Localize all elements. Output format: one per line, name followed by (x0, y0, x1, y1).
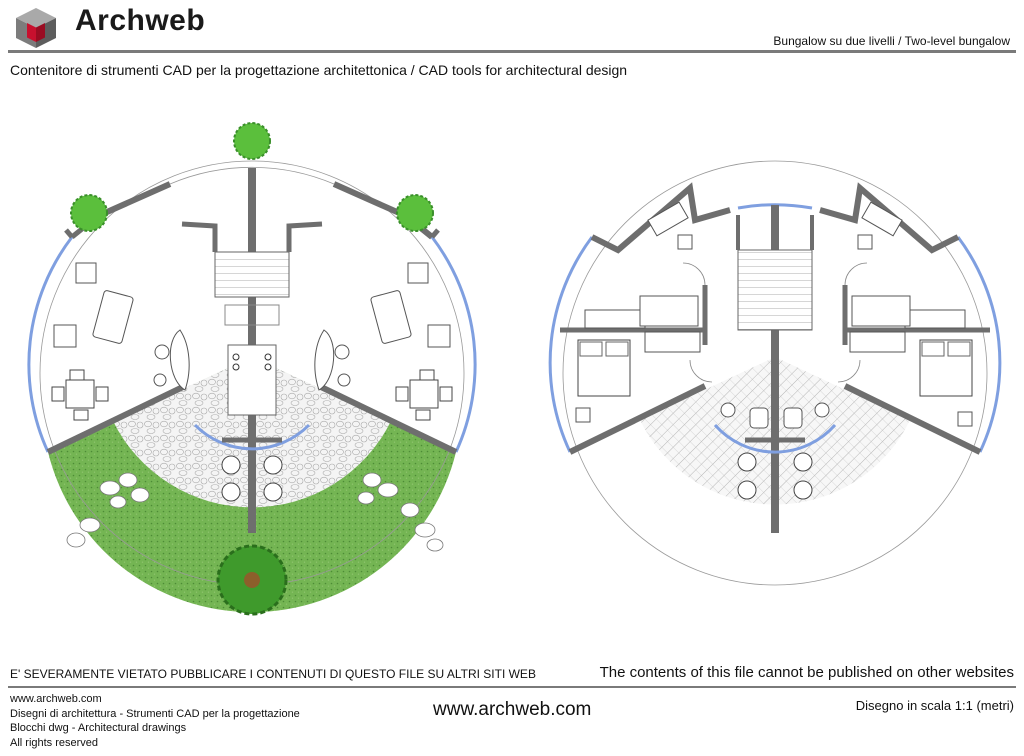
footer-line: All rights reserved (10, 736, 99, 749)
tree-icon (70, 122, 434, 616)
footer-url-link[interactable]: www.archweb.com (433, 699, 592, 720)
footer-site-link[interactable]: www.archweb.com (10, 693, 102, 705)
ground-floor-plan (27, 122, 477, 616)
drawing-scale: Disegno in scala 1:1 (metri) (855, 698, 1014, 713)
footer-divider (8, 686, 1016, 688)
copyright-warning-italian: E' SEVERAMENTE VIETATO PUBBLICARE I CONT… (10, 667, 536, 681)
footer-line: Blocchi dwg - Architectural drawings (10, 722, 187, 734)
copyright-warning-english: The contents of this file cannot be publ… (599, 664, 1014, 681)
brand-name[interactable]: Archweb (75, 4, 206, 37)
logo[interactable] (10, 6, 62, 48)
header-divider (8, 50, 1016, 53)
upper-floor-plan (548, 160, 1002, 586)
drawing-title: Bungalow su due livelli / Two-level bung… (773, 34, 1010, 48)
staircase (214, 251, 290, 298)
floor-plans (27, 122, 1002, 616)
outer-wall (27, 236, 74, 453)
archweb-cube-logo-icon (16, 8, 56, 48)
footer-line: Disegni di architettura - Strumenti CAD … (10, 707, 300, 720)
page-subtitle: Contenitore di strumenti CAD per la prog… (10, 62, 628, 78)
footer-site-info: www.archweb.com Disegni di architettura … (10, 692, 300, 750)
upper-staircase (737, 249, 813, 331)
